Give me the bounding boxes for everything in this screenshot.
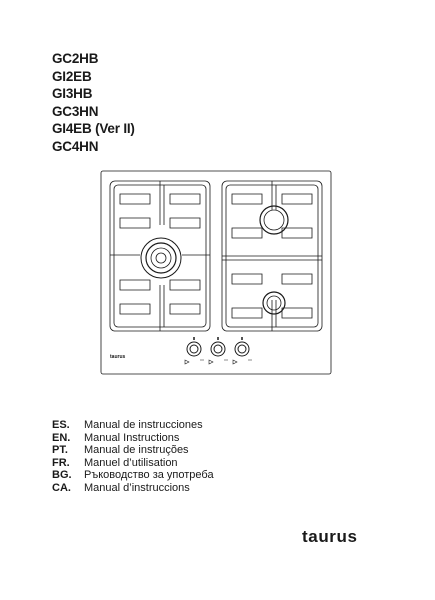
burner-icon [140,237,182,279]
manual-language-item: CA. Manual d’instruccions [52,482,214,495]
model-item: GC4HN [52,138,99,154]
model-item: GI4EB (Ver II) [52,121,135,136]
manual-language-item: ES. Manual de instrucciones [52,419,214,432]
model-item: GI3HB [52,86,93,101]
manual-title: Manual d’instruccions [84,481,190,494]
manual-language-item: BG. Ръководство за употреба [52,469,214,482]
control-knob-icon [232,337,252,365]
manual-language-item: PT. Manual de instruções [52,444,214,457]
manual-title: Ръководство за употреба [84,469,214,482]
language-code: FR. [52,456,70,469]
manual-language-list: ES. Manual de instrucciones EN. Manual I… [52,419,214,495]
hob-brand-label: taurus [110,354,126,360]
burner-icon [259,205,289,235]
manual-title: Manual Instructions [84,431,180,444]
language-code: BG. [52,469,72,482]
language-code: PT. [52,444,68,457]
burner-icon [262,291,286,315]
manual-language-item: FR. Manuel d’utilisation [52,457,214,470]
model-item: GI2EB [52,68,92,84]
language-code: CA. [52,481,71,494]
control-knob-icon [184,337,204,365]
control-knob-icon [208,337,228,365]
manual-title: Manual de instruções [84,444,189,457]
language-code: ES. [52,419,70,431]
manual-title: Manual de instrucciones [84,419,203,431]
language-code: EN. [52,431,71,444]
model-item: GC3HN [52,103,99,119]
brand-logo: taurus [302,527,358,546]
model-item: GC2HB [52,51,99,66]
gas-hob-illustration: taurus [100,170,332,375]
manual-title: Manuel d’utilisation [84,456,178,469]
model-list: GC2HB GI2EB GI3HB GC3HN GI4EB (Ver II) G… [52,50,135,155]
manual-language-item: EN. Manual Instructions [52,432,214,445]
